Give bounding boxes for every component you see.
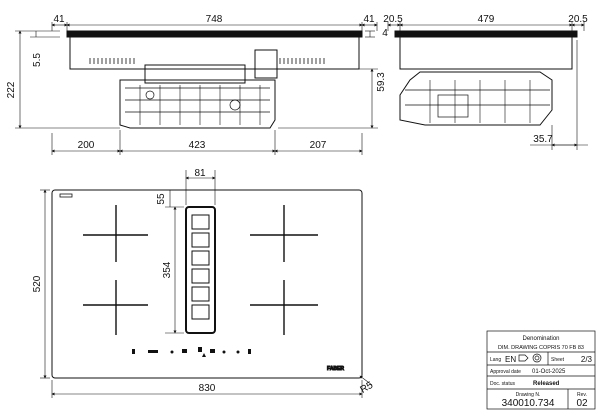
cooking-zone-front-right xyxy=(250,205,318,262)
dim-vent-offset: 55 xyxy=(156,193,167,205)
dim-top-right-margin: 41 xyxy=(363,14,375,25)
front-frame xyxy=(69,36,360,70)
front-dimension-labels: 41 748 41 4 5.5 222 59.3 200 423 207 xyxy=(6,14,388,151)
tb-denomination-value: DIM. DRAWING COPRIS 70 FB 83 xyxy=(498,345,584,351)
side-dimensions xyxy=(387,22,588,150)
control-lock-icon xyxy=(148,350,158,353)
central-vent-grille xyxy=(185,206,216,334)
dim-right-offset: 207 xyxy=(310,140,327,151)
dim-corner-radius: R5 xyxy=(358,380,375,396)
dim-side-right-margin: 20.5 xyxy=(568,14,588,25)
dim-unit-width: 423 xyxy=(189,140,206,151)
front-vent-pattern-left xyxy=(89,58,135,64)
side-dimension-labels: 20.5 479 20.5 35.7 xyxy=(383,14,588,145)
tb-status-value: Released xyxy=(533,381,560,387)
control-slider-icon xyxy=(248,349,251,354)
control-panel xyxy=(132,347,251,357)
projection-circle-icon xyxy=(532,353,542,363)
dim-total-height: 222 xyxy=(6,81,17,98)
tb-sheet-value: 2/3 xyxy=(581,355,593,364)
front-glass-top xyxy=(66,30,363,38)
control-dot-icon-3 xyxy=(236,350,240,354)
dim-glass-thickness: 4 xyxy=(382,28,388,39)
title-block-text: Denomination DIM. DRAWING COPRIS 70 FB 8… xyxy=(490,336,593,409)
side-view xyxy=(394,30,578,126)
plan-outline xyxy=(51,189,363,379)
side-glass-top xyxy=(394,30,578,38)
tb-denomination-label: Denomination xyxy=(522,336,559,342)
tb-approval-value: 01-Oct-2025 xyxy=(532,369,566,375)
dim-vent-length: 354 xyxy=(162,261,173,278)
control-plus-icon xyxy=(198,347,202,352)
control-up-icon xyxy=(202,353,206,357)
dim-top-left-margin: 41 xyxy=(53,14,65,25)
title-block xyxy=(486,330,596,410)
cooking-zone-rear-right xyxy=(250,280,318,335)
plan-dimension-labels: 81 55 354 520 830 R5 xyxy=(32,168,375,396)
dim-unit-height: 59.3 xyxy=(376,72,387,92)
dim-side-left-margin: 20.5 xyxy=(383,14,403,25)
dim-side-offset: 35.7 xyxy=(533,134,553,145)
tb-drawing-label: Drawing N. xyxy=(516,392,541,398)
dim-top-width: 748 xyxy=(206,14,223,25)
tb-rev-label: Rev. xyxy=(577,392,587,398)
dim-left-offset: 200 xyxy=(78,140,95,151)
front-motor-top xyxy=(144,64,246,84)
dim-side-width: 479 xyxy=(478,14,495,25)
tb-rev-value: 02 xyxy=(576,398,588,409)
control-dot-icon-2 xyxy=(222,350,226,354)
control-dot-icon xyxy=(170,350,174,354)
side-frame xyxy=(399,36,573,70)
front-vent-pattern-right xyxy=(279,58,325,64)
side-motor-unit xyxy=(399,71,553,126)
plan-corner-marker xyxy=(59,193,73,198)
front-view xyxy=(66,30,363,129)
dim-plan-width: 830 xyxy=(199,383,216,394)
vent-slats xyxy=(191,214,210,320)
title-block-frame xyxy=(486,330,596,410)
tb-drawing-value: 340010.734 xyxy=(502,398,555,409)
dim-plan-height: 520 xyxy=(32,275,43,292)
control-minus-icon xyxy=(210,349,215,353)
control-power-icon xyxy=(132,349,135,354)
cooking-zone-rear-left xyxy=(83,280,148,335)
dim-vent-width: 81 xyxy=(194,168,206,179)
plan-view: FABER xyxy=(51,189,363,379)
tb-approval-label: Approval date xyxy=(490,369,521,375)
cooking-zone-front-left xyxy=(83,205,148,262)
front-dimensions xyxy=(15,22,378,155)
dim-frame-height: 5.5 xyxy=(32,53,43,67)
tb-sheet-label: Sheet xyxy=(551,357,565,363)
front-fan-housing xyxy=(254,49,278,79)
front-motor-unit xyxy=(119,79,276,129)
tb-lang-value: EN xyxy=(505,355,516,364)
control-timer-icon xyxy=(182,349,187,353)
plan-dimensions xyxy=(40,170,373,398)
brand-logo: FABER xyxy=(327,366,344,372)
tb-status-label: Doc. status xyxy=(490,381,516,387)
tb-lang-label: Lang xyxy=(490,357,501,363)
projection-symbol-icon xyxy=(518,354,529,362)
